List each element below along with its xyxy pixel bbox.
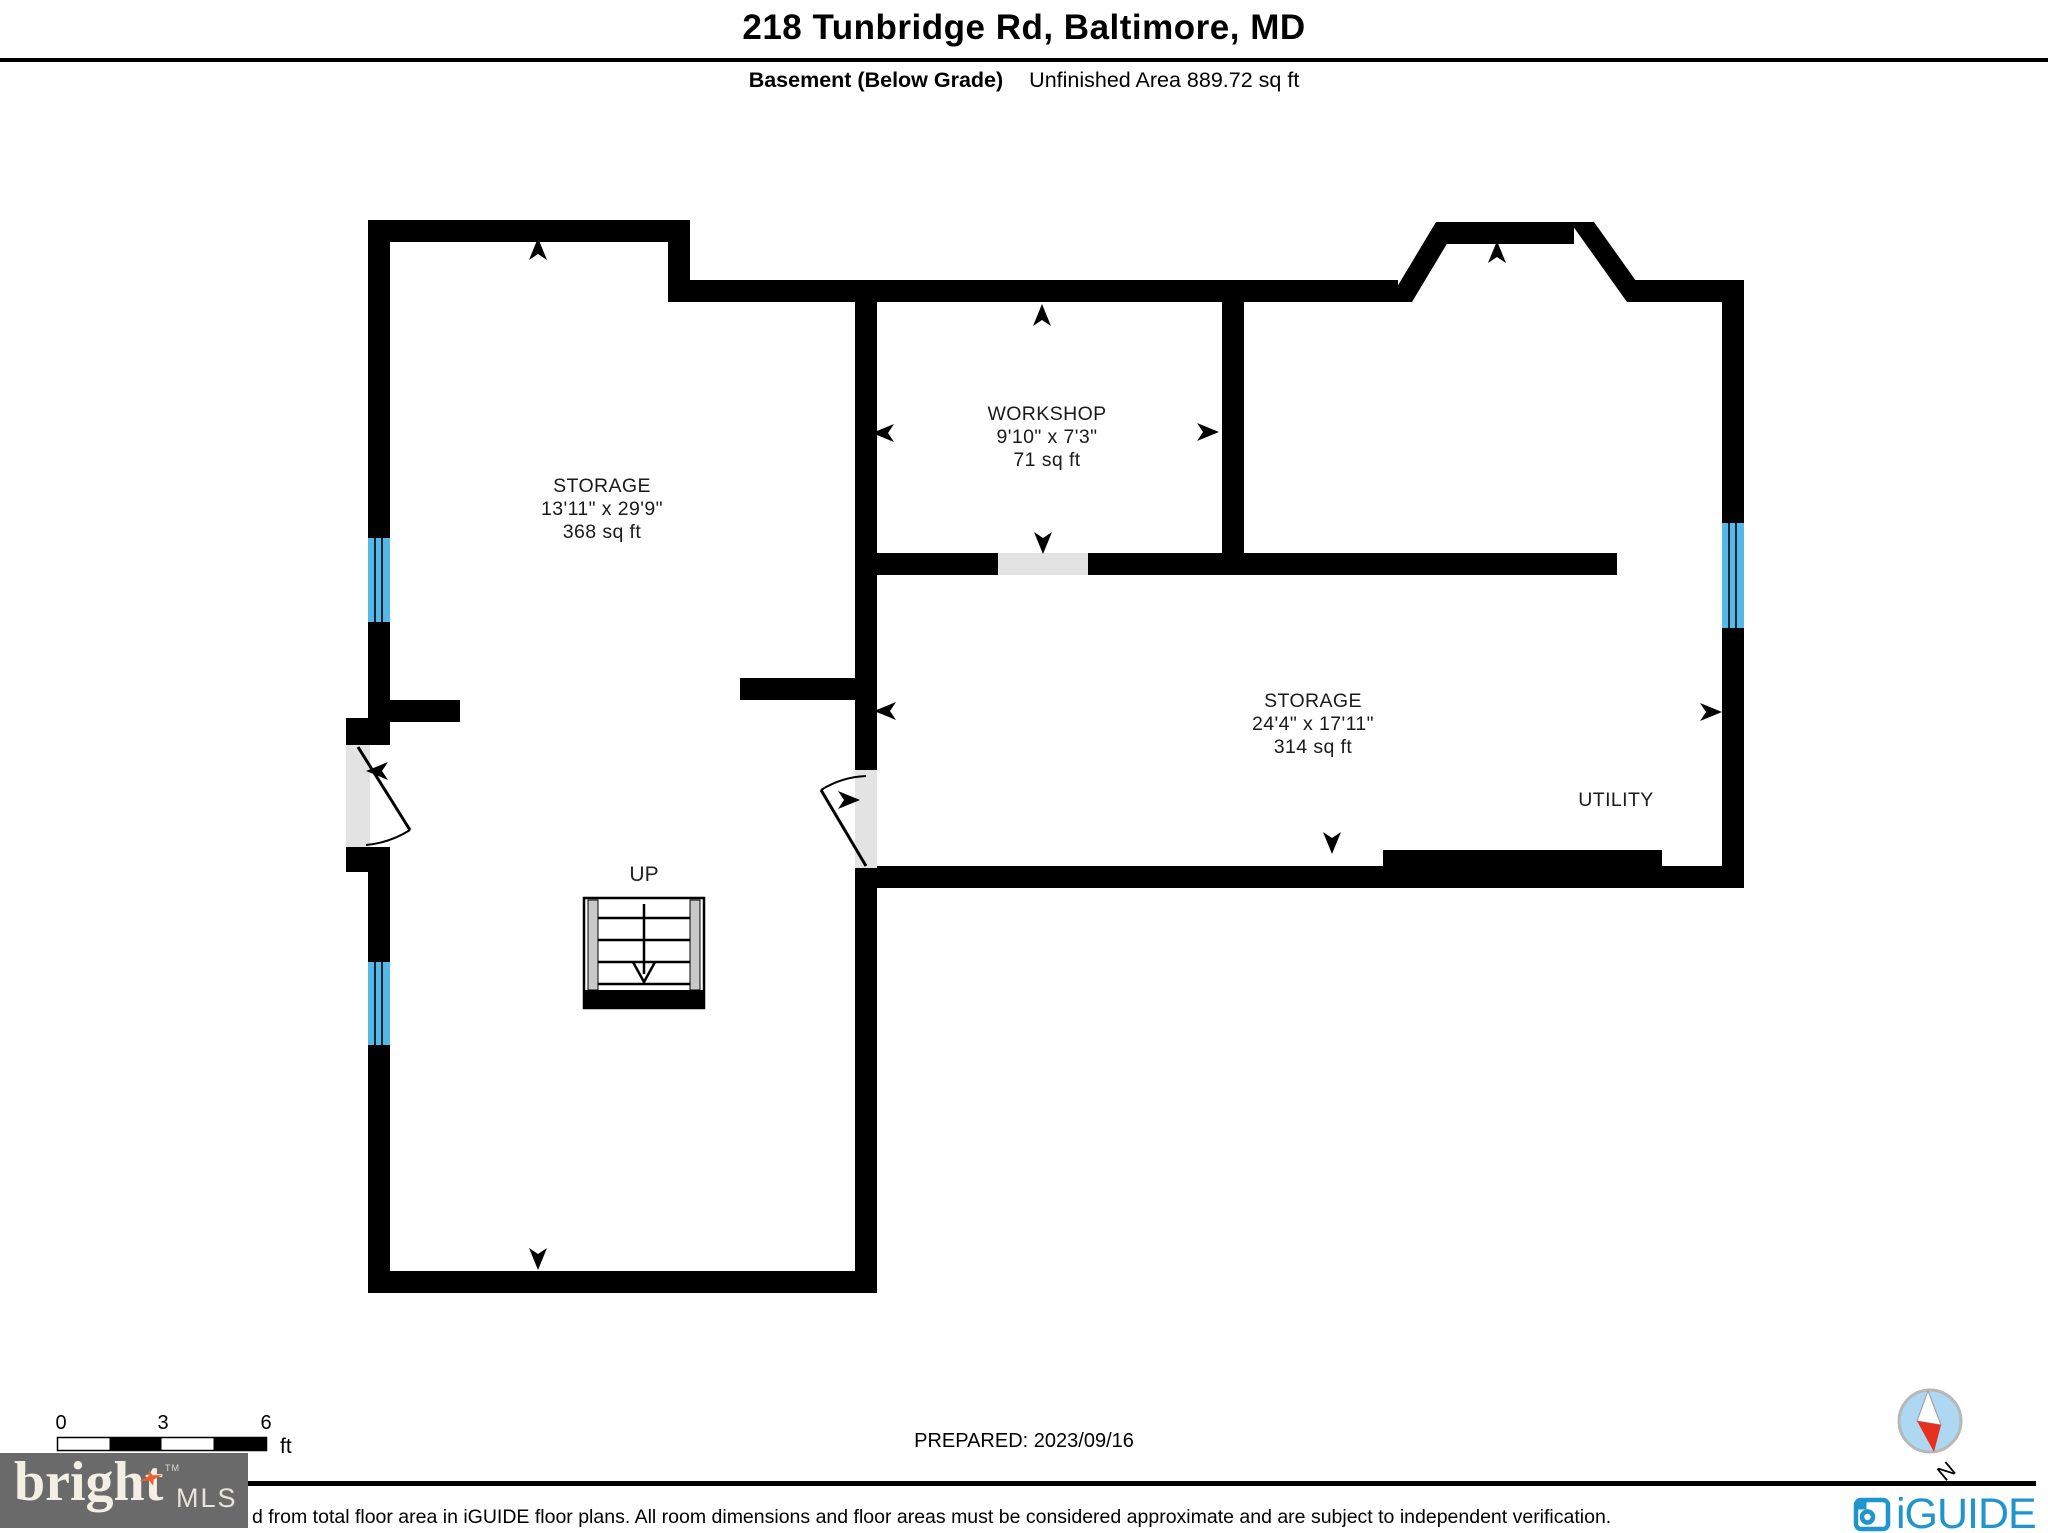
wall [368,220,390,538]
stairs-bottom-wall [584,990,704,1008]
header-divider [0,58,2048,62]
arrow-down-icon [1034,532,1052,554]
room-area: 71 sq ft [1013,449,1080,471]
compass-needle-north [1917,1421,1941,1452]
door-leaf [819,789,868,867]
wall-stub [390,700,460,722]
wall [1722,280,1744,523]
arrow-right-icon [1700,703,1722,721]
wall [877,553,998,575]
trademark-label: TM [165,1463,180,1473]
door-swing-arc [820,775,867,791]
wall [855,866,1744,888]
room-name: STORAGE [553,475,651,497]
stairs-rail [587,899,599,991]
scale-tick-label: 6 [260,1412,271,1434]
room-dimensions: 9'10" x 7'3" [997,426,1098,448]
room-labels: STORAGE 13'11" x 29'9" 368 sq ft WORKSHO… [541,403,1653,811]
walls [346,220,1744,1293]
wall [1222,302,1244,575]
windows [368,523,1744,1045]
wall [368,1045,390,1271]
room-dimensions: 24'4" x 17'11" [1252,713,1374,735]
bright-wordmark: bright [14,1451,164,1513]
iguide-wordmark: iGUIDE [1896,1490,2037,1533]
wall [1436,222,1574,244]
arrow-right-icon [1197,423,1219,441]
wall [368,872,390,962]
stairs: UP [582,863,706,1010]
floor-label: Basement (Below Grade) [748,68,1004,92]
scale-tick-label: 3 [157,1412,168,1434]
wall [1722,628,1744,866]
prepared-date: PREPARED: 2023/09/16 [914,1430,1134,1452]
room-name: UTILITY [1578,789,1653,811]
stairs-up-label: UP [629,863,658,886]
stairs-rail [689,899,701,991]
iguide-camera-icon [1853,1497,1891,1532]
iguide-logo: iGUIDE [1853,1490,2037,1533]
arrow-up-icon [1488,241,1506,263]
room-area: 314 sq ft [1274,736,1353,758]
mls-label: MLS [176,1483,238,1513]
arrow-left-icon [874,702,896,720]
wall [368,622,390,718]
room-dimensions: 13'11" x 29'9" [541,498,663,520]
door-jamb [346,718,390,745]
door-opening [998,553,1088,575]
page-title: 218 Tunbridge Rd, Baltimore, MD [742,8,1306,47]
wall [855,280,877,770]
stairs-direction-arrowhead [631,961,657,985]
window [1722,523,1744,628]
door-leaf [356,746,412,831]
door-opening [855,770,877,868]
wall-stub [740,678,855,700]
arrow-down-icon [529,1248,547,1270]
door-swing-arc [365,829,411,846]
bright-star-icon [137,1468,165,1493]
direction-arrows [366,238,1722,1270]
room-area: 368 sq ft [563,521,642,543]
room-name: STORAGE [1264,690,1362,712]
wall [668,280,1398,302]
wall-diagonal [1388,222,1460,302]
scale-bar-segment [109,1437,162,1451]
wall [368,220,690,242]
wall-step [1383,850,1662,866]
bright-mls-logo [0,1453,248,1528]
wall [368,1271,877,1293]
scale-bar: 0 3 6 ft [55,1412,291,1458]
wall [1088,553,1617,575]
door-jamb [346,847,390,872]
wall-diagonal [1570,222,1651,302]
arrow-down-icon [1323,832,1341,854]
doors [346,553,1088,868]
window [368,962,390,1045]
wall [1627,280,1744,302]
scale-bar-segment [213,1437,267,1451]
subtitle-row: Basement (Below Grade) Unfinished Area 8… [0,68,2048,93]
wall [855,868,877,1271]
scale-tick-label: 0 [55,1412,66,1434]
compass: N [1897,1388,1963,1486]
footer-divider [248,1481,2036,1486]
disclaimer-text: d from total floor area in iGUIDE floor … [252,1506,1612,1528]
window [368,538,390,622]
unfinished-area-label: Unfinished Area 889.72 sq ft [1029,68,1300,92]
room-name: WORKSHOP [987,403,1106,425]
arrow-up-icon [1033,304,1051,326]
scale-unit-label: ft [280,1435,292,1458]
